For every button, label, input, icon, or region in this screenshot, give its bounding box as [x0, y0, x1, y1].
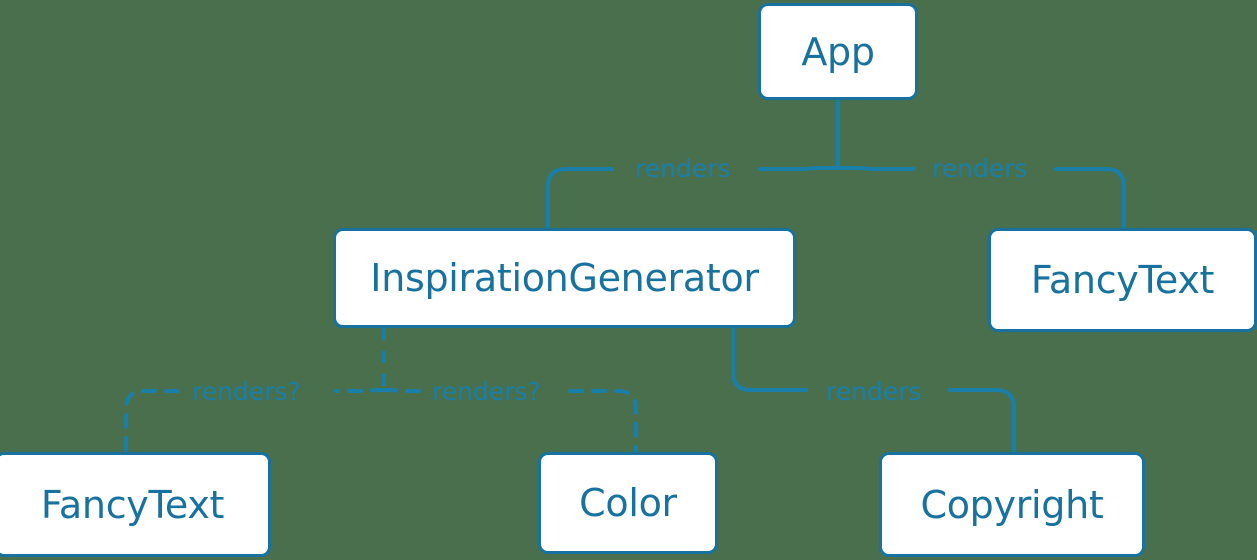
node-fancytext-top[interactable]: FancyText [988, 228, 1257, 332]
node-color[interactable]: Color [538, 452, 718, 554]
node-color-label: Color [579, 481, 677, 525]
edge-label-inspirationgenerator-to-copyright: renders [826, 377, 922, 406]
node-app[interactable]: App [758, 3, 918, 100]
node-copyright[interactable]: Copyright [879, 452, 1145, 557]
node-app-label: App [801, 29, 875, 74]
edge-app-to-inspirationgenerator-left [546, 167, 614, 230]
edge-inspirationgenerator-to-color-right [568, 389, 638, 454]
edge-inspirationgenerator-to-copyright-end [948, 388, 1016, 454]
edge-label-inspirationgenerator-to-fancytext: renders? [192, 377, 301, 406]
edge-inspirationgenerator-to-copyright [731, 326, 808, 392]
node-fancytext-top-label: FancyText [1030, 258, 1215, 302]
node-copyright-label: Copyright [920, 482, 1104, 527]
edge-app-to-fancytext-right [836, 166, 916, 171]
node-fancytext-bottom-label: FancyText [40, 482, 225, 527]
node-inspirationgenerator-label: InspirationGenerator [370, 256, 759, 300]
edge-inspirationgenerator-to-color [382, 388, 426, 393]
edge-label-app-to-inspirationgenerator: renders [635, 154, 731, 183]
edge-app-to-inspirationgenerator [758, 166, 840, 171]
node-inspirationgenerator[interactable]: InspirationGenerator [333, 228, 796, 328]
edge-label-inspirationgenerator-to-color: renders? [432, 377, 541, 406]
edge-label-app-to-fancytext: renders [932, 154, 1028, 183]
edge-app-to-fancytext-right-end [1054, 167, 1126, 230]
node-fancytext-bottom[interactable]: FancyText [0, 452, 271, 557]
edge-inspirationgenerator-to-fancytext [334, 388, 386, 393]
edge-inspirationgenerator-to-fancytext-left [124, 389, 180, 454]
